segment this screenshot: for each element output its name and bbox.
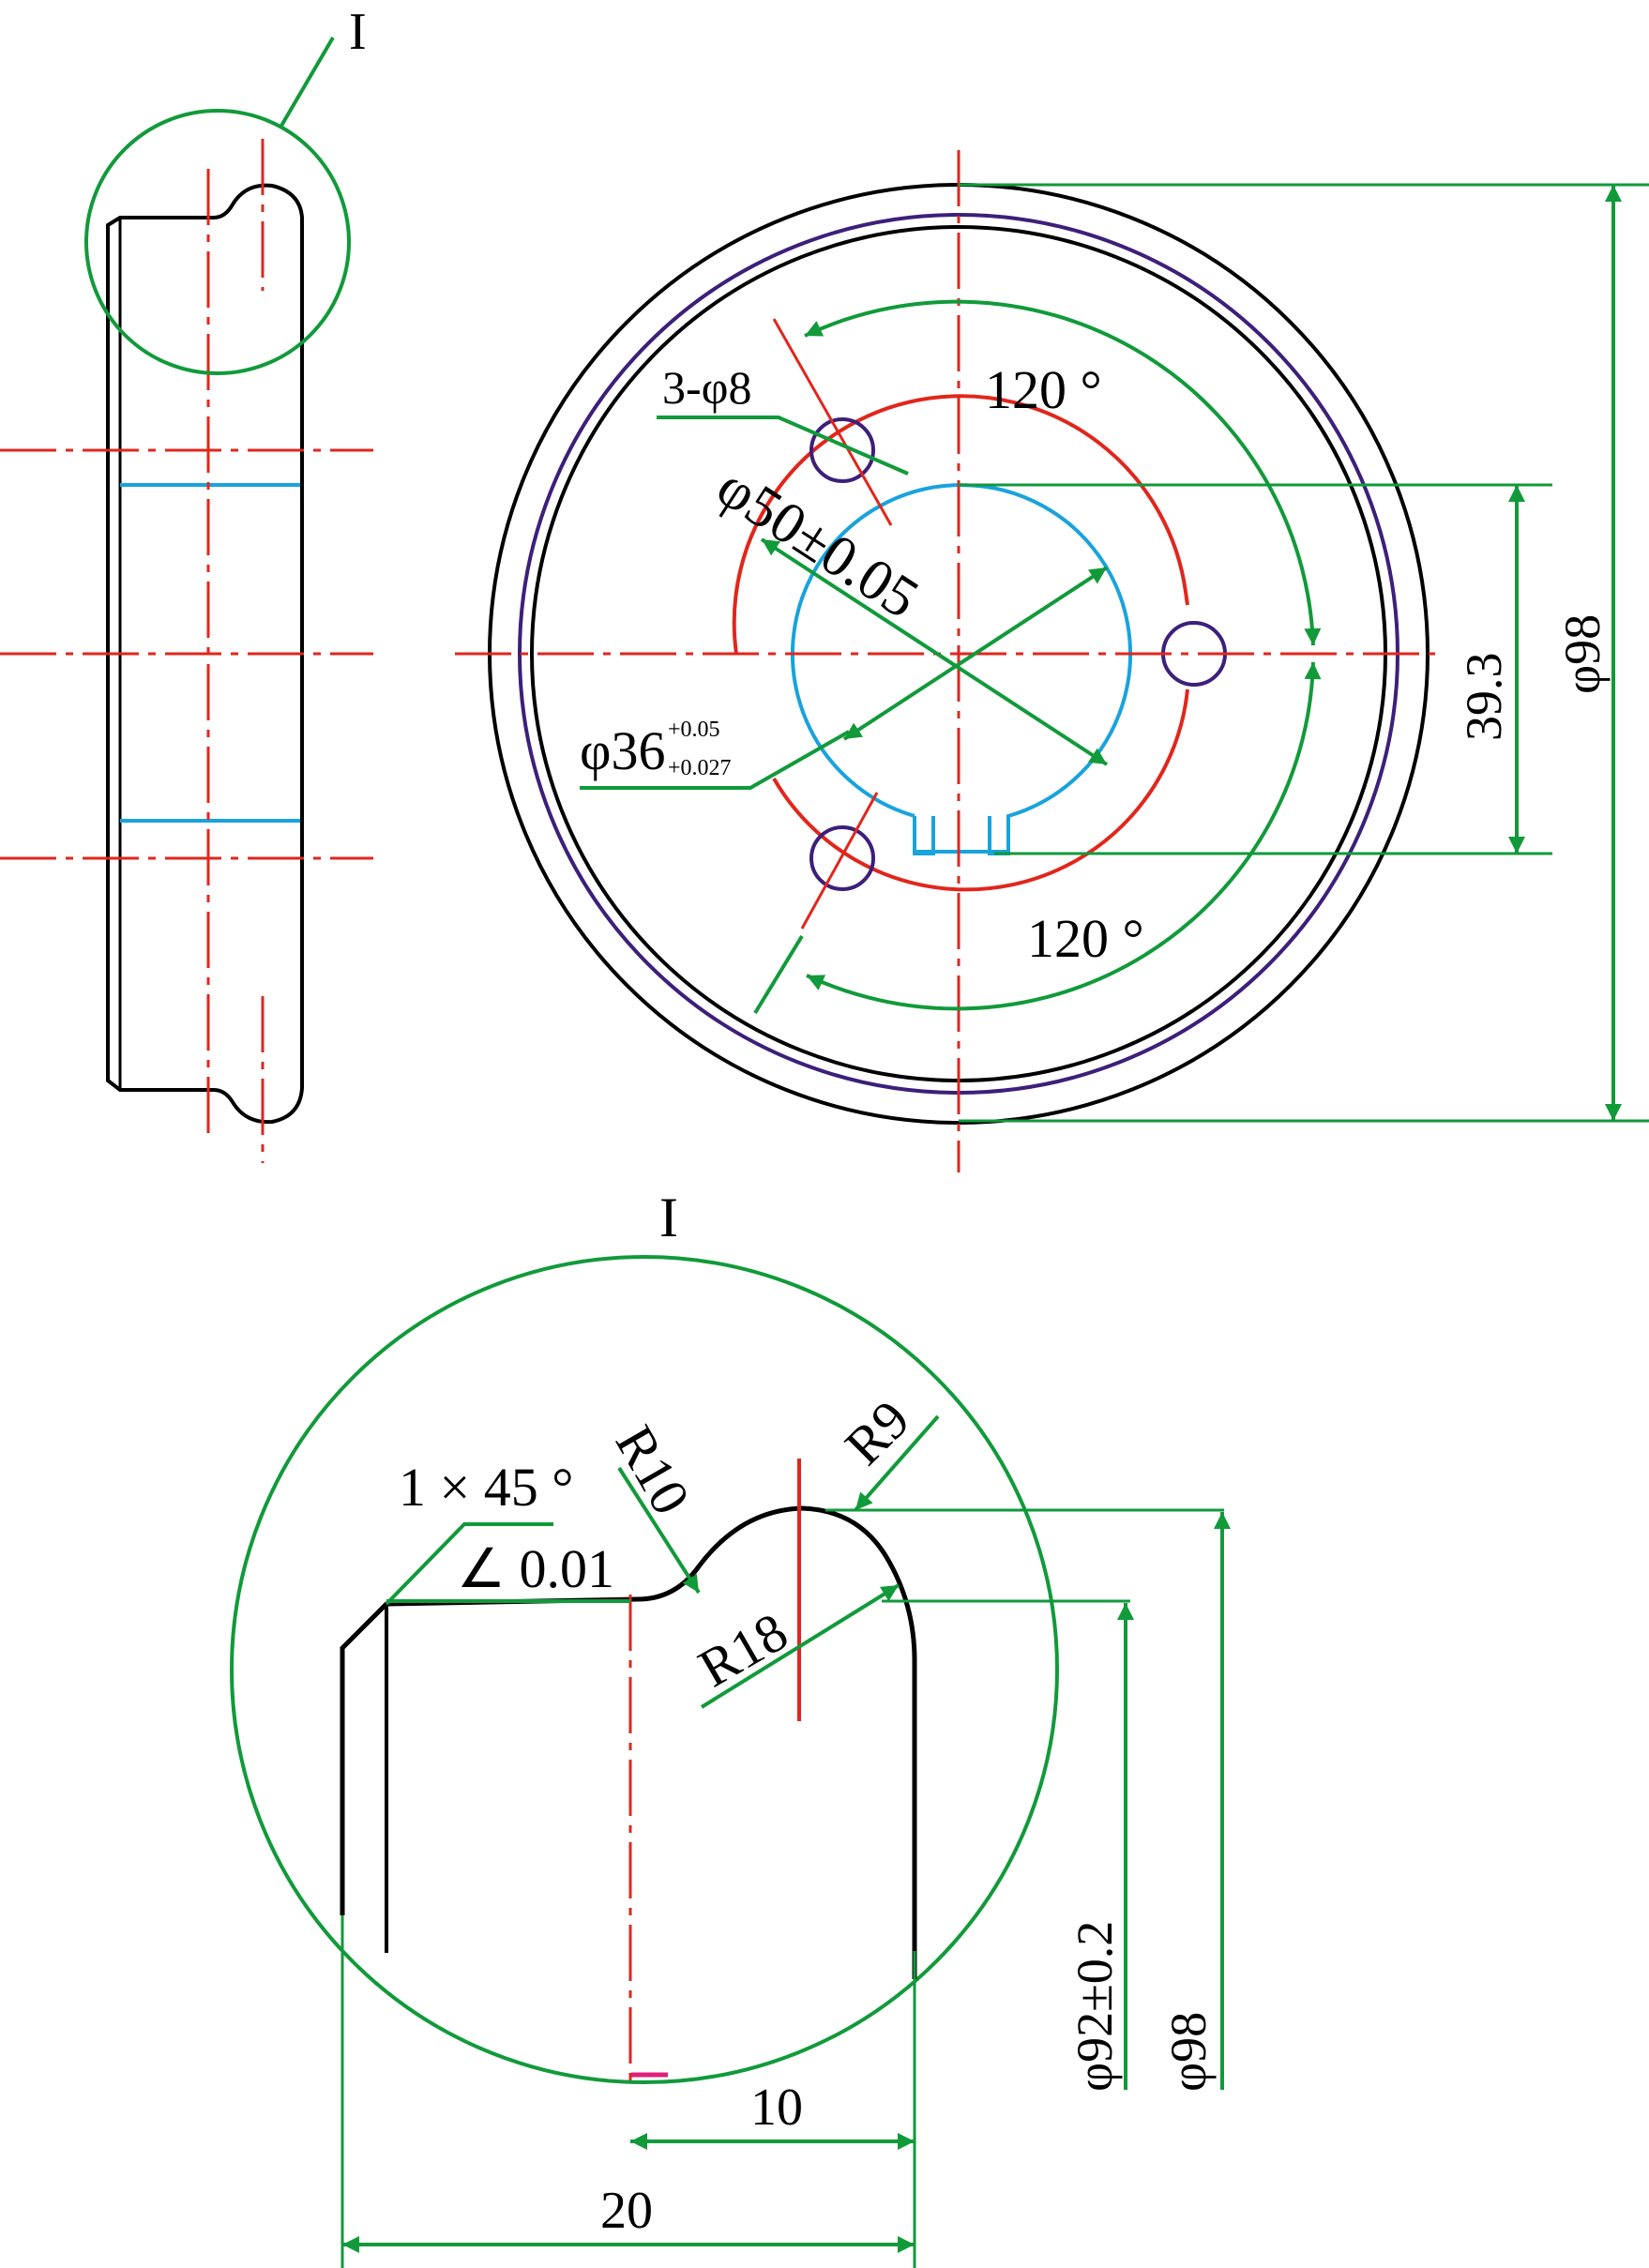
r9-leader — [854, 1414, 940, 1512]
pcd-label: φ50±0.05 — [705, 455, 930, 631]
r10-leader — [617, 1466, 701, 1595]
r10-label: R10 — [604, 1415, 703, 1524]
chamfer-leader — [385, 1522, 553, 1606]
front-view: 3-φ8 120 ° 120 ° φ50±0.05 φ36 +0.05 +0.0… — [455, 150, 1649, 1172]
r18-leader — [700, 1583, 900, 1709]
detail-callout-label: I — [349, 3, 367, 61]
detail-dia-92-label: φ92±0.2 — [1067, 1921, 1123, 2092]
side-view-outline — [106, 183, 304, 1125]
detail-dia-98-label: φ98 — [1160, 2012, 1217, 2092]
detail-callout-leader — [280, 36, 335, 128]
holes-label: 3-φ8 — [662, 361, 752, 414]
r9-label: R9 — [833, 1388, 921, 1476]
bore-label: φ36 — [580, 720, 665, 781]
pitch-circle-arc-right — [772, 688, 1189, 892]
detail-view: I 1 × 45 ° ∠ 0.01 R10 R9 R18 φ92±0.2 φ98… — [230, 1187, 1231, 2268]
bore-keyway — [913, 816, 1010, 854]
keyway-label: 39.3 — [1456, 653, 1512, 742]
flatness-label: ∠ 0.01 — [457, 1538, 614, 1599]
angle-arc-bottom — [806, 661, 1322, 1011]
r18-label: R18 — [688, 1601, 797, 1700]
detail-boundary-circle — [230, 1255, 1059, 2084]
side-view: I — [0, 3, 373, 1163]
dim-20-label: 20 — [600, 2182, 653, 2240]
chamfer-label: 1 × 45 ° — [399, 1457, 573, 1518]
detail-title: I — [659, 1187, 678, 1248]
detail-profile — [340, 1505, 917, 1979]
bore-upper-tolerance: +0.05 — [668, 718, 720, 742]
angle-top-label: 120 ° — [985, 359, 1102, 420]
angle-bottom-label: 120 ° — [1027, 908, 1144, 969]
bore-lower-tolerance: +0.027 — [668, 756, 732, 780]
detail-callout-circle — [84, 109, 351, 375]
dim-10-label: 10 — [750, 2079, 803, 2137]
angle-arc-top — [804, 299, 1322, 646]
outer-dia-label: φ98 — [1554, 614, 1611, 694]
angle-extension-bottom — [753, 934, 804, 1015]
